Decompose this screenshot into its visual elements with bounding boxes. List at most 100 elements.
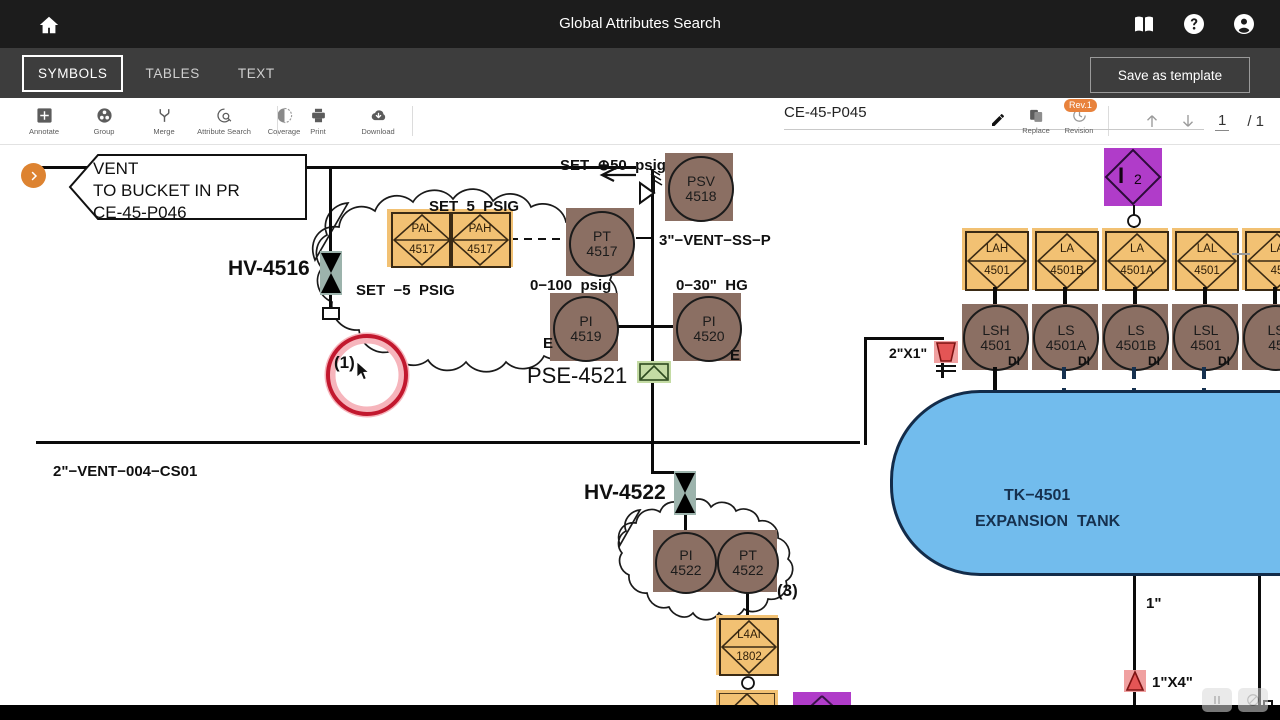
attribute-search-button[interactable]: Attribute Search [194, 98, 254, 144]
diamond-box-pal-4517[interactable]: PAL 4517 [391, 212, 453, 268]
pause-icon[interactable] [1202, 688, 1232, 712]
purple-diamond-i2-icon[interactable] [1104, 148, 1162, 206]
note-range-0-100-psig: 0−100 psig [530, 277, 612, 294]
expansion-tank-vessel[interactable] [890, 390, 1280, 576]
purple-symbol-subscript: 2 [1134, 171, 1142, 187]
diamond-box-pah-4517[interactable]: PAH 4517 [449, 212, 511, 268]
pipe-pi-cross [600, 325, 710, 328]
bubble-pi-4522[interactable]: PI 4522 [655, 532, 717, 594]
pipe-hv4522-drop [651, 441, 654, 473]
la-4501b-number: 4501B [1050, 265, 1084, 277]
hv4522-gate-valve-icon[interactable] [671, 469, 699, 517]
replace-button[interactable]: Replace [1010, 100, 1062, 142]
hv4516-cap-icon [322, 307, 340, 320]
la-right-function: LA [1269, 243, 1280, 255]
offpage-line-1: VENT [93, 159, 139, 178]
group-icon [96, 107, 112, 123]
pipe-tank-right [1258, 570, 1261, 705]
offpage-line-2: TO BUCKET IN PR [93, 181, 240, 200]
tab-symbols[interactable]: SYMBOLS [22, 54, 124, 92]
account-icon[interactable] [1232, 12, 1256, 36]
coverage-icon [276, 107, 292, 123]
l4ai-number: 1802 [736, 651, 762, 663]
annotation-count-1: (1) [334, 353, 355, 372]
merge-button[interactable]: Merge [134, 98, 194, 144]
annotate-button[interactable]: Annotate [14, 98, 74, 144]
help-icon[interactable] [1182, 12, 1206, 36]
coverage-button[interactable]: Coverage [254, 98, 314, 144]
diamond-box-lah-4501[interactable]: LAH 4501 [965, 231, 1029, 291]
pse-4521-rupture-disc-icon[interactable] [639, 363, 669, 381]
attribute-search-icon [216, 107, 231, 123]
offpage-connector-shape[interactable] [68, 153, 308, 221]
ls-4501a-function: LS [1057, 322, 1075, 339]
note-1x4: 1"X4" [1152, 674, 1193, 691]
pid-drawing-canvas[interactable]: VENT TO BUCKET IN PR CE-45-P046 HV-4516 … [0, 145, 1280, 705]
revision-label: Revision [1064, 126, 1094, 135]
diamond-box-l4ai-1802[interactable]: L4AI 1802 [719, 618, 779, 676]
reducer-1x4-icon[interactable] [1124, 670, 1146, 692]
right-stub-icon [1263, 700, 1273, 705]
arrow-down-icon[interactable] [1179, 110, 1197, 132]
tool-strip: Annotate Group Merge Attribute Search Co… [0, 98, 1280, 145]
purple-i2-highlight[interactable] [1104, 148, 1162, 206]
diamond-box-lal-4501[interactable]: LAL 4501 [1175, 231, 1239, 291]
group-button[interactable]: Group [74, 98, 134, 144]
bubble-pi-4519[interactable]: PI 4519 [553, 296, 619, 362]
pipe-reducer-stem [941, 360, 944, 378]
la4501a-highlight[interactable] [1102, 228, 1168, 290]
la4501b-highlight[interactable] [1032, 228, 1098, 290]
diamond-box-la-right[interactable]: LA 45 [1245, 231, 1280, 291]
reducer-2x1-icon[interactable] [934, 341, 958, 363]
ls-right-function: LS [1267, 322, 1280, 339]
print-button[interactable]: Print [288, 98, 348, 144]
lal4501-highlight[interactable] [1172, 228, 1238, 290]
pt-4522-number: 4522 [732, 562, 764, 578]
document-name-value[interactable]: CE-45-P045 [784, 104, 1204, 130]
ls-4501a-number: 4501A [1045, 337, 1087, 353]
bubble-psv-4518[interactable]: PSV 4518 [668, 156, 734, 222]
chevron-right-icon[interactable] [21, 163, 46, 188]
annotation-tool-group: Annotate Group Merge Attribute Search Co… [14, 98, 314, 144]
annotation-circle-marker[interactable] [322, 330, 412, 420]
lah4501-highlight[interactable] [962, 228, 1028, 290]
bubble-pi-4520[interactable]: PI 4520 [676, 296, 742, 362]
bubble-lsh-4501[interactable]: LSH 4501 [963, 305, 1029, 371]
note-line-3in-vent-ss-p: 3"−VENT−SS−P [659, 232, 771, 249]
ls-4501b-number: 4501B [1115, 337, 1157, 353]
ls-4501b-suffix: DI [1148, 354, 1160, 368]
group-label: Group [93, 126, 115, 136]
printer-icon [311, 108, 325, 122]
bubble-pt-4517[interactable]: PT 4517 [569, 211, 635, 277]
home-icon[interactable] [36, 14, 62, 36]
lower-diamond-box-partial[interactable] [719, 693, 775, 705]
pah-4517-function: PAH [468, 223, 492, 235]
tab-tables[interactable]: TABLES [145, 65, 200, 81]
diamond-box-la-4501a[interactable]: LA 4501A [1105, 231, 1169, 291]
la-right-highlight[interactable] [1242, 228, 1280, 290]
pi-4520-function: PI [702, 313, 716, 330]
pipe-tank-outlet [1133, 570, 1136, 705]
header-icon-group [1132, 0, 1256, 48]
diamond-box-la-4501b[interactable]: LA 4501B [1035, 231, 1099, 291]
bubble-pt-4522[interactable]: PT 4522 [717, 532, 779, 594]
book-icon[interactable] [1132, 12, 1156, 36]
download-button[interactable]: Download [348, 98, 408, 144]
toolbar-divider-2 [412, 106, 413, 136]
page-title: Global Attributes Search [559, 15, 721, 32]
current-page-input[interactable]: 1 [1214, 112, 1230, 131]
purple-diamond-bottom-icon[interactable] [795, 694, 849, 705]
pal-4517-number: 4517 [409, 244, 435, 256]
toolbar-divider-1 [277, 106, 278, 136]
tab-text[interactable]: TEXT [237, 65, 275, 81]
mute-icon[interactable] [1238, 688, 1268, 712]
l4ai-highlight[interactable] [716, 615, 778, 675]
purple-symbol-bottom-highlight[interactable] [793, 692, 851, 705]
stem-la-ls-b [1133, 287, 1137, 305]
document-name-field[interactable]: CE-45-P045 [784, 104, 1209, 130]
arrow-up-icon[interactable] [1143, 110, 1161, 132]
tank-tag: TK−4501 [1004, 487, 1071, 504]
hv4516-gate-valve-icon[interactable] [317, 249, 345, 297]
save-as-template-button[interactable]: Save as template [1090, 57, 1250, 93]
pencil-icon[interactable] [990, 112, 1006, 128]
